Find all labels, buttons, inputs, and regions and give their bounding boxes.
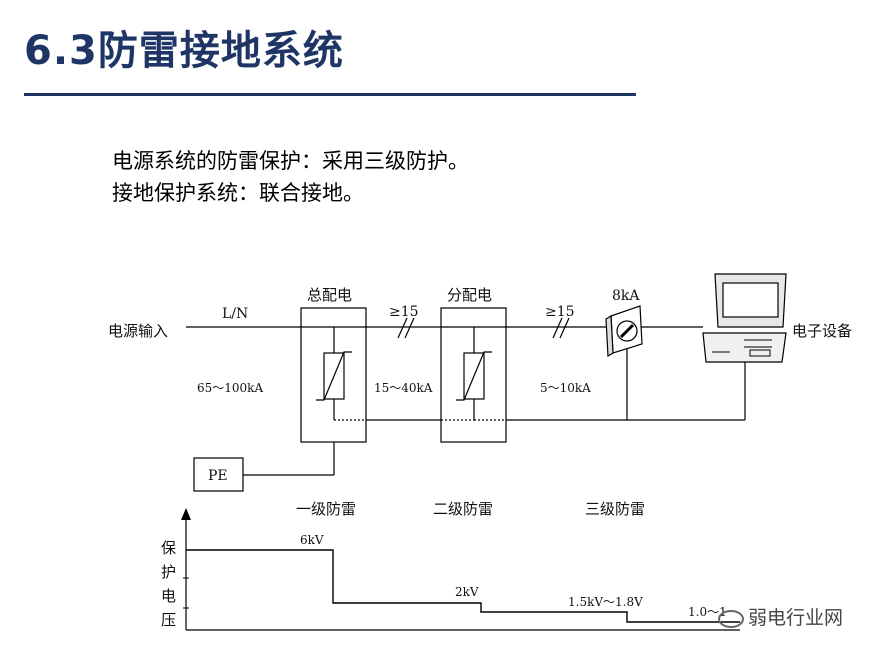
level-2-label: 二级防雷 [433, 500, 493, 518]
current-rating-1: 65～100kA [197, 381, 263, 395]
y-axis-char-2: 护 [161, 563, 176, 581]
wechat-icon [718, 609, 744, 628]
body-line-grounding: 接地保护系统：联合接地。 [112, 181, 364, 205]
voltage-6kv: 6kV [300, 533, 324, 547]
level-1-label: 一级防雷 [296, 500, 356, 518]
body-line-power-protection: 电源系统的防雷保护：采用三级防护。 [112, 149, 469, 173]
voltage-1-0kv: 1.0～1 [688, 605, 727, 619]
current-rating-2: 15～40kA [374, 381, 433, 395]
voltage-step-line [186, 549, 740, 623]
pe-box [193, 457, 244, 492]
distance-label-1: ≥15 [389, 304, 419, 320]
computer-icon [702, 273, 787, 363]
equipment-label: 电子设备 [792, 322, 852, 340]
voltage-2kv: 2kV [455, 585, 479, 599]
level-3-label: 三级防雷 [585, 500, 645, 518]
current-rating-3: 5～10kA [540, 381, 591, 395]
sub-distribution-box [440, 307, 507, 443]
y-axis-char-4: 压 [161, 611, 176, 629]
voltage-1-5kv: 1.5kV～1.8V [568, 595, 643, 609]
surge-8ka-label: 8kA [612, 288, 640, 304]
main-panel-label: 总配电 [307, 286, 352, 304]
pe-label: PE [208, 468, 228, 484]
title-underline [24, 93, 636, 96]
watermark: 弱电行业网 [718, 603, 843, 630]
distance-label-2: ≥15 [545, 304, 575, 320]
y-axis-char-3: 电 [161, 587, 176, 605]
axis-arrow-icon [181, 508, 191, 520]
slide-title: 6.3防雷接地系统 [24, 28, 344, 74]
watermark-text: 弱电行业网 [748, 607, 844, 629]
ln-label: L/N [222, 306, 248, 322]
sub-panel-label: 分配电 [447, 286, 492, 304]
y-axis-char-1: 保 [161, 539, 176, 557]
power-input-label: 电源输入 [108, 322, 168, 340]
socket-protector-icon [605, 305, 643, 358]
